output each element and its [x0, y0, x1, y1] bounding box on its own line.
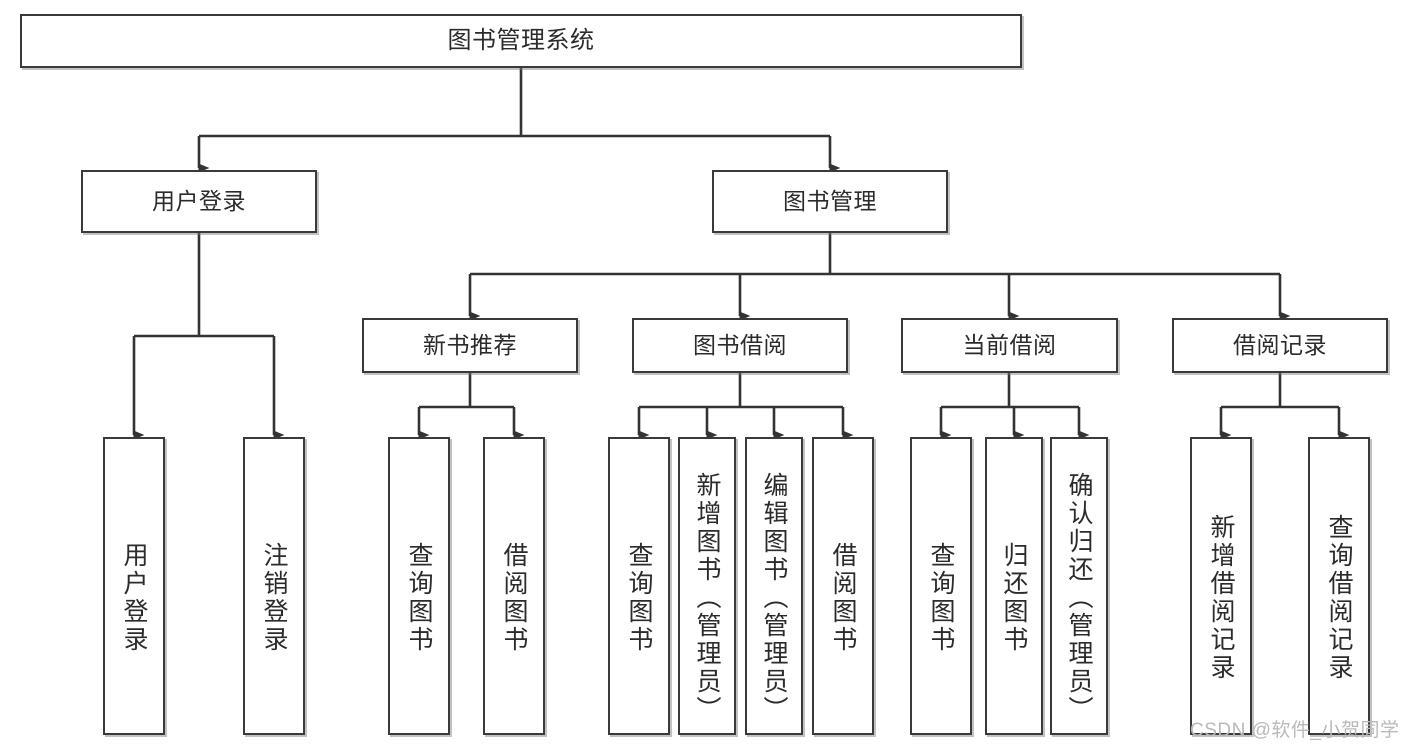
- node-bookmgmt[interactable]: 图书管理: [712, 170, 948, 233]
- node-l11[interactable]: 确认归还（管理员）: [1050, 437, 1108, 735]
- node-label: 图书借阅: [693, 331, 787, 358]
- node-label: 查询图书: [927, 542, 955, 654]
- node-records[interactable]: 借阅记录: [1172, 318, 1388, 373]
- node-label: 图书管理: [783, 187, 877, 214]
- node-label: 借阅图书: [500, 542, 528, 654]
- node-label: 查询借阅记录: [1325, 514, 1353, 682]
- node-root[interactable]: 图书管理系统: [20, 14, 1022, 68]
- node-newbook[interactable]: 新书推荐: [362, 318, 578, 373]
- node-l6[interactable]: 新增图书（管理员）: [678, 437, 736, 735]
- node-l2[interactable]: 注销登录: [243, 437, 305, 735]
- node-label: 用户登录: [120, 542, 148, 654]
- node-label: 查询图书: [625, 542, 653, 654]
- node-borrow[interactable]: 图书借阅: [632, 318, 848, 373]
- node-label: 新书推荐: [423, 331, 517, 358]
- node-label: 新增借阅记录: [1207, 514, 1235, 682]
- node-label: 借阅记录: [1233, 331, 1327, 358]
- node-l12[interactable]: 新增借阅记录: [1190, 437, 1252, 735]
- node-current[interactable]: 当前借阅: [901, 318, 1118, 373]
- node-l7[interactable]: 编辑图书（管理员）: [745, 437, 803, 735]
- node-label: 用户登录: [152, 187, 246, 214]
- node-label: 归还图书: [1000, 542, 1028, 654]
- node-l1[interactable]: 用户登录: [103, 437, 165, 735]
- node-l13[interactable]: 查询借阅记录: [1308, 437, 1370, 735]
- node-label: 确认归还（管理员）: [1065, 472, 1093, 724]
- node-label: 注销登录: [260, 542, 288, 654]
- node-login[interactable]: 用户登录: [81, 170, 317, 233]
- node-l5[interactable]: 查询图书: [608, 437, 670, 735]
- node-label: 新增图书（管理员）: [693, 472, 721, 724]
- node-label: 当前借阅: [962, 331, 1057, 358]
- node-l8[interactable]: 借阅图书: [812, 437, 874, 735]
- node-l4[interactable]: 借阅图书: [483, 437, 545, 735]
- node-label: 图书管理系统: [447, 26, 595, 54]
- node-l3[interactable]: 查询图书: [388, 437, 450, 735]
- node-label: 编辑图书（管理员）: [760, 472, 788, 724]
- node-label: 借阅图书: [829, 542, 857, 654]
- node-label: 查询图书: [405, 542, 433, 654]
- node-l10[interactable]: 归还图书: [985, 437, 1043, 735]
- node-l9[interactable]: 查询图书: [910, 437, 972, 735]
